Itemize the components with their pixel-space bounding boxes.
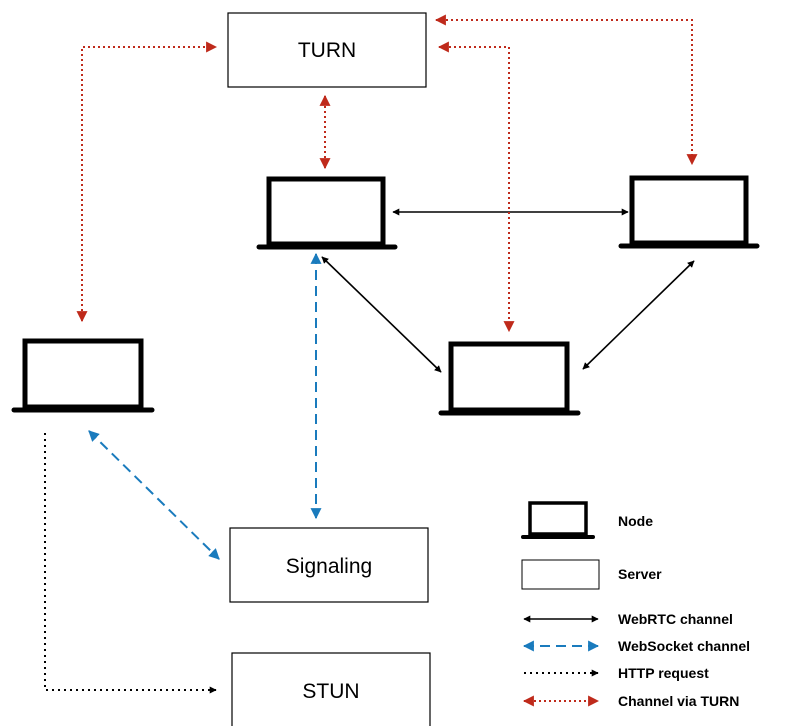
legend-server-label: Server [618, 566, 662, 582]
legend-http-label: HTTP request [618, 665, 709, 681]
legend-turn-label: Channel via TURN [618, 693, 739, 709]
turn-channel-leftnode [76, 41, 218, 323]
signaling-server-label: Signaling [286, 555, 372, 578]
legend-turn: Channel via TURN [522, 693, 739, 709]
webrtc-channel-topright-middle [582, 260, 695, 370]
legend-server: Server [521, 559, 662, 590]
laptop-icon [521, 501, 595, 539]
node-top-left [256, 176, 398, 250]
turn-channel-middle-node [437, 41, 515, 333]
legend-webrtc-label: WebRTC channel [618, 611, 733, 627]
laptop-icon [618, 175, 760, 249]
turn-channel-topright-node [434, 14, 698, 166]
laptop-icon [11, 338, 155, 413]
signaling-server: Signaling [229, 527, 429, 603]
legend-websocket-label: WebSocket channel [618, 638, 750, 654]
legend-node: Node [521, 501, 653, 539]
websocket-channel-leftnode-signaling [88, 430, 220, 560]
laptop-icon [256, 176, 398, 250]
stun-server: STUN [231, 652, 431, 726]
legend-websocket: WebSocket channel [522, 638, 750, 654]
legend-node-label: Node [618, 513, 653, 529]
legend-webrtc: WebRTC channel [523, 611, 733, 627]
node-left [11, 338, 155, 413]
stun-server-label: STUN [302, 680, 359, 703]
webrtc-channel-topleft-middle [321, 256, 442, 373]
node-middle [438, 341, 581, 416]
node-top-right [618, 175, 760, 249]
turn-server: TURN [227, 12, 427, 88]
legend: Node Server WebRTC channel WebSocket cha… [521, 501, 750, 709]
http-request-leftnode-stun [44, 433, 217, 694]
server-box-icon [521, 559, 600, 590]
turn-server-label: TURN [298, 39, 356, 62]
laptop-icon [438, 341, 581, 416]
legend-http: HTTP request [524, 665, 709, 681]
